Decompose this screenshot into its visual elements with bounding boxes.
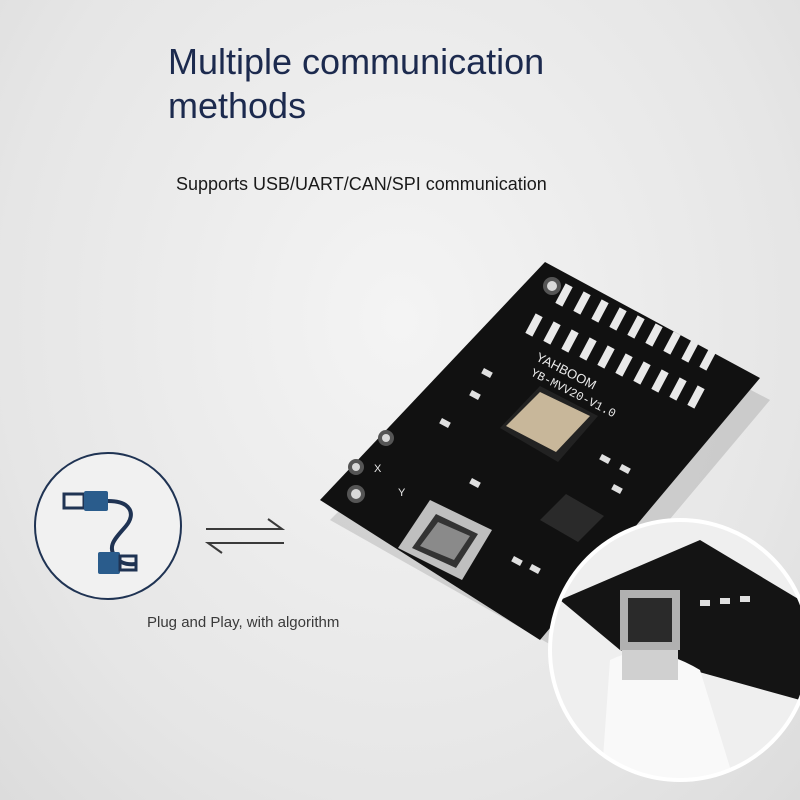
plug-caption: Plug and Play, with algorithm	[147, 614, 340, 631]
usb-c-port	[398, 500, 492, 580]
inset-photo	[548, 518, 800, 782]
axis-x-label: X	[374, 463, 382, 475]
exchange-arrows-icon	[204, 518, 286, 554]
pcb-board: YAHBOOM YB-MVV20-V1.0 X Y	[320, 262, 760, 640]
usb-cable-icon	[62, 491, 138, 574]
axis-y-label: Y	[398, 487, 406, 499]
headline: Multiple communication methods	[168, 41, 545, 126]
subheadline: Supports USB/UART/CAN/SPI communication	[176, 174, 547, 194]
plug-and-play-circle	[34, 452, 182, 600]
